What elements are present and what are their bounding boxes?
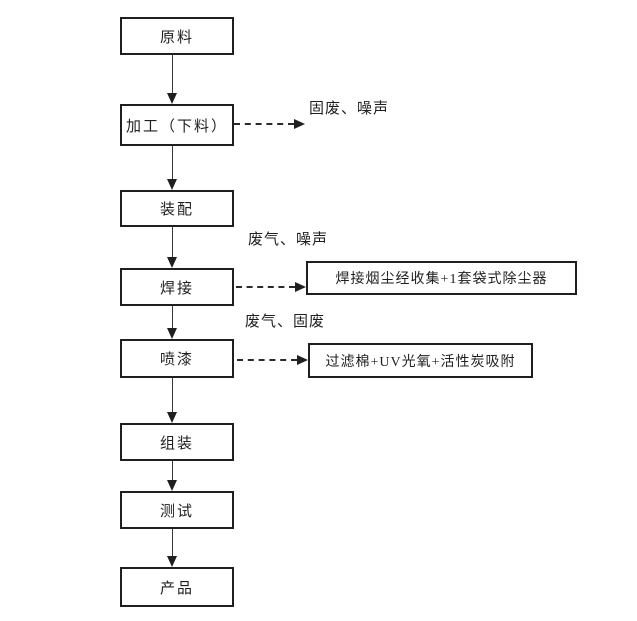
dashed-arrow-head-painting-emission <box>297 355 308 365</box>
flow-node-assembly: 组装 <box>120 423 234 461</box>
flow-node-product: 产品 <box>120 567 234 607</box>
dashed-arrow-line-painting-emission <box>237 359 297 361</box>
emission-label-solid-waste-noise: 固废、噪声 <box>309 101 390 117</box>
arrow-head-testing-to-product <box>167 556 177 567</box>
dashed-arrow-head-processing-emission <box>294 119 305 129</box>
flow-node-processing-cutting: 加工（下料） <box>120 104 234 146</box>
emission-label-waste-gas-noise: 废气、噪声 <box>248 232 329 248</box>
arrow-line-testing-to-product <box>172 529 173 556</box>
dashed-arrow-line-welding-emission <box>236 286 295 288</box>
flow-node-fitting: 装配 <box>120 190 234 227</box>
dashed-arrow-head-welding-emission <box>295 282 306 292</box>
arrow-line-assembly-to-testing <box>172 461 173 480</box>
arrow-line-fitting-to-welding <box>172 227 173 257</box>
arrow-line-welding-to-painting <box>172 306 173 328</box>
arrow-line-processing-to-fitting <box>172 146 173 179</box>
arrow-line-raw-to-processing <box>172 55 173 94</box>
treatment-box-welding-dust-collection: 焊接烟尘经收集+1套袋式除尘器 <box>306 261 577 295</box>
arrow-head-assembly-to-testing <box>167 480 177 491</box>
arrow-head-raw-to-processing <box>167 93 177 104</box>
flow-node-spray-painting: 喷漆 <box>120 339 234 378</box>
flow-node-raw-material: 原料 <box>120 17 234 55</box>
arrow-head-welding-to-painting <box>167 328 177 339</box>
arrow-head-processing-to-fitting <box>167 179 177 190</box>
treatment-box-filter-uv-carbon: 过滤棉+UV光氧+活性炭吸附 <box>308 343 533 378</box>
flow-node-welding: 焊接 <box>120 268 234 306</box>
arrow-line-painting-to-assembly <box>172 378 173 412</box>
emission-label-waste-gas-solid: 废气、固废 <box>245 314 326 330</box>
arrow-head-fitting-to-welding <box>167 257 177 268</box>
arrow-head-painting-to-assembly <box>167 412 177 423</box>
flow-node-testing: 测试 <box>120 491 234 529</box>
dashed-arrow-line-processing-emission <box>234 123 294 125</box>
